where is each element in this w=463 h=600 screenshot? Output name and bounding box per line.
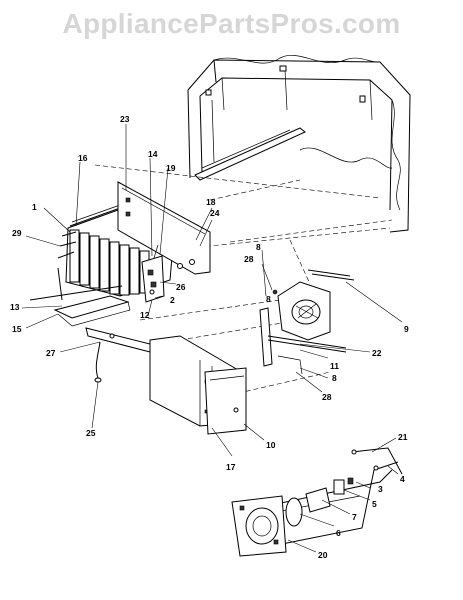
callout-29: 29 — [12, 228, 22, 238]
callout-24: 24 — [210, 208, 220, 218]
callout-19: 19 — [166, 163, 176, 173]
leader-lines — [21, 124, 403, 553]
drain-trough — [29, 267, 131, 327]
evaporator-fan-assembly — [259, 269, 355, 375]
callout-21: 21 — [398, 432, 408, 442]
callout-8b: 8 — [332, 373, 337, 383]
callout-12: 12 — [140, 310, 150, 320]
callout-1: 1 — [32, 202, 37, 212]
callout-5: 5 — [372, 499, 377, 509]
callout-28b: 28 — [322, 392, 332, 402]
callout-11: 11 — [330, 361, 339, 371]
callout-10: 10 — [266, 440, 276, 450]
callout-28a: 28 — [244, 254, 254, 264]
freezer-cabinet — [187, 55, 411, 233]
callout-6: 6 — [336, 528, 341, 538]
callout-13: 13 — [10, 302, 20, 312]
callout-26: 26 — [176, 282, 186, 292]
callout-14: 14 — [148, 149, 158, 159]
callout-3: 3 — [378, 484, 383, 494]
callout-27: 27 — [46, 348, 56, 358]
callout-7: 7 — [352, 512, 357, 522]
callout-8a: 8 — [256, 242, 261, 252]
callout-9: 9 — [404, 324, 409, 334]
callout-2: 2 — [170, 295, 175, 305]
callout-23: 23 — [120, 114, 130, 124]
defrost-terminal-block — [141, 244, 165, 303]
callout-16: 16 — [78, 153, 88, 163]
callout-17: 17 — [226, 462, 236, 472]
callout-8c: 8 — [266, 294, 271, 304]
fan-bracket-panel — [204, 367, 247, 435]
callout-15: 15 — [12, 324, 22, 334]
callout-20: 20 — [318, 550, 328, 560]
condenser-fan-assembly — [231, 447, 403, 557]
callout-22: 22 — [372, 348, 382, 358]
callout-25: 25 — [86, 428, 96, 438]
evaporator-back-panel — [117, 181, 211, 275]
drain-tube-assembly — [85, 327, 151, 383]
callout-labels: 1 2 3 4 5 6 7 8 8 8 9 10 11 12 13 14 15 … — [10, 114, 409, 560]
callout-4: 4 — [400, 474, 405, 484]
watermark-logo: AppliancePartsPros.com — [62, 8, 401, 39]
callout-18: 18 — [206, 197, 216, 207]
